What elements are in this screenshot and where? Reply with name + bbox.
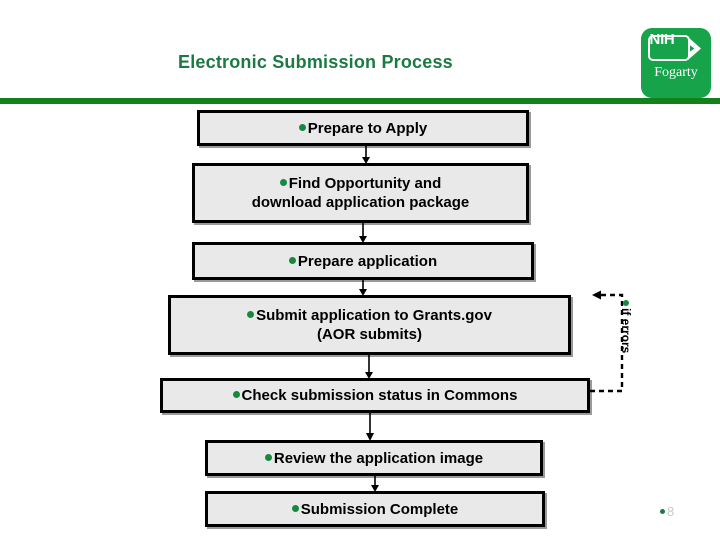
bullet-icon <box>264 453 272 461</box>
flow-step-label: Prepare application <box>283 252 443 271</box>
nih-logo-text: NIH <box>649 31 675 48</box>
bullet-icon <box>660 509 665 514</box>
flow-step-prepare-application[interactable]: Prepare application <box>192 242 534 280</box>
arrow-prepare-apply-to-find-opportunity <box>362 145 370 164</box>
bullet-icon <box>298 123 306 131</box>
flow-step-find-opportunity[interactable]: Find Opportunity and download applicatio… <box>192 163 529 223</box>
bullet-icon <box>623 300 629 306</box>
arrow-review-image-to-submission-complete <box>371 475 379 492</box>
flow-step-text: Prepare application <box>297 252 438 270</box>
flow-step-text-line1: Find Opportunity and <box>288 175 442 192</box>
arrow-check-status-to-review-image <box>366 412 374 441</box>
nih-logo-frame <box>648 35 690 61</box>
flow-step-check-status[interactable]: Check submission status in Commons <box>160 378 590 413</box>
arrow-submit-application-to-check-status <box>365 354 373 379</box>
arrow-prepare-application-to-submit-application <box>359 279 367 296</box>
nih-fogarty-logo: NIH Fogarty <box>641 28 711 98</box>
page-number-text: 8 <box>667 504 675 519</box>
flow-step-submission-complete[interactable]: Submission Complete <box>205 491 545 527</box>
feedback-loop-text: if errors <box>619 308 633 354</box>
flow-step-submit-application[interactable]: Submit application to Grants.gov (AOR su… <box>168 295 571 355</box>
flow-step-label: Find Opportunity and download applicatio… <box>246 174 476 212</box>
fogarty-logo-text: Fogarty <box>654 65 698 80</box>
page-number: 8 <box>660 504 674 519</box>
chevron-right-icon <box>688 37 701 60</box>
bullet-icon <box>279 179 287 186</box>
flow-step-label: Submission Complete <box>286 500 465 519</box>
flow-step-label: Review the application image <box>259 449 489 468</box>
feedback-loop-label: if errors <box>617 300 633 390</box>
feedback-loop-if-errors <box>588 290 624 393</box>
flow-step-text: Review the application image <box>273 449 484 467</box>
bullet-icon <box>232 391 240 398</box>
flow-step-label: Check submission status in Commons <box>227 386 524 405</box>
flow-step-review-image[interactable]: Review the application image <box>205 440 543 476</box>
flow-step-text: Submission Complete <box>300 500 459 518</box>
flow-step-label: Submit application to Grants.gov (AOR su… <box>241 306 498 344</box>
arrow-find-opportunity-to-prepare-application <box>359 222 367 243</box>
bullet-icon <box>291 504 299 512</box>
flow-step-text: Check submission status in Commons <box>241 387 518 404</box>
flow-step-text-line2: (AOR submits) <box>316 326 422 343</box>
bullet-icon <box>247 311 255 318</box>
flow-step-label: Prepare to Apply <box>293 119 433 138</box>
flow-step-text-line1: Submit application to Grants.gov <box>256 307 492 324</box>
flow-step-text: Prepare to Apply <box>307 119 428 137</box>
bullet-icon <box>288 256 296 264</box>
flow-step-text-line2: download application package <box>251 194 470 211</box>
header-divider-rule <box>0 98 720 104</box>
flow-step-prepare-apply[interactable]: Prepare to Apply <box>197 110 529 146</box>
page-title: Electronic Submission Process <box>178 52 453 72</box>
